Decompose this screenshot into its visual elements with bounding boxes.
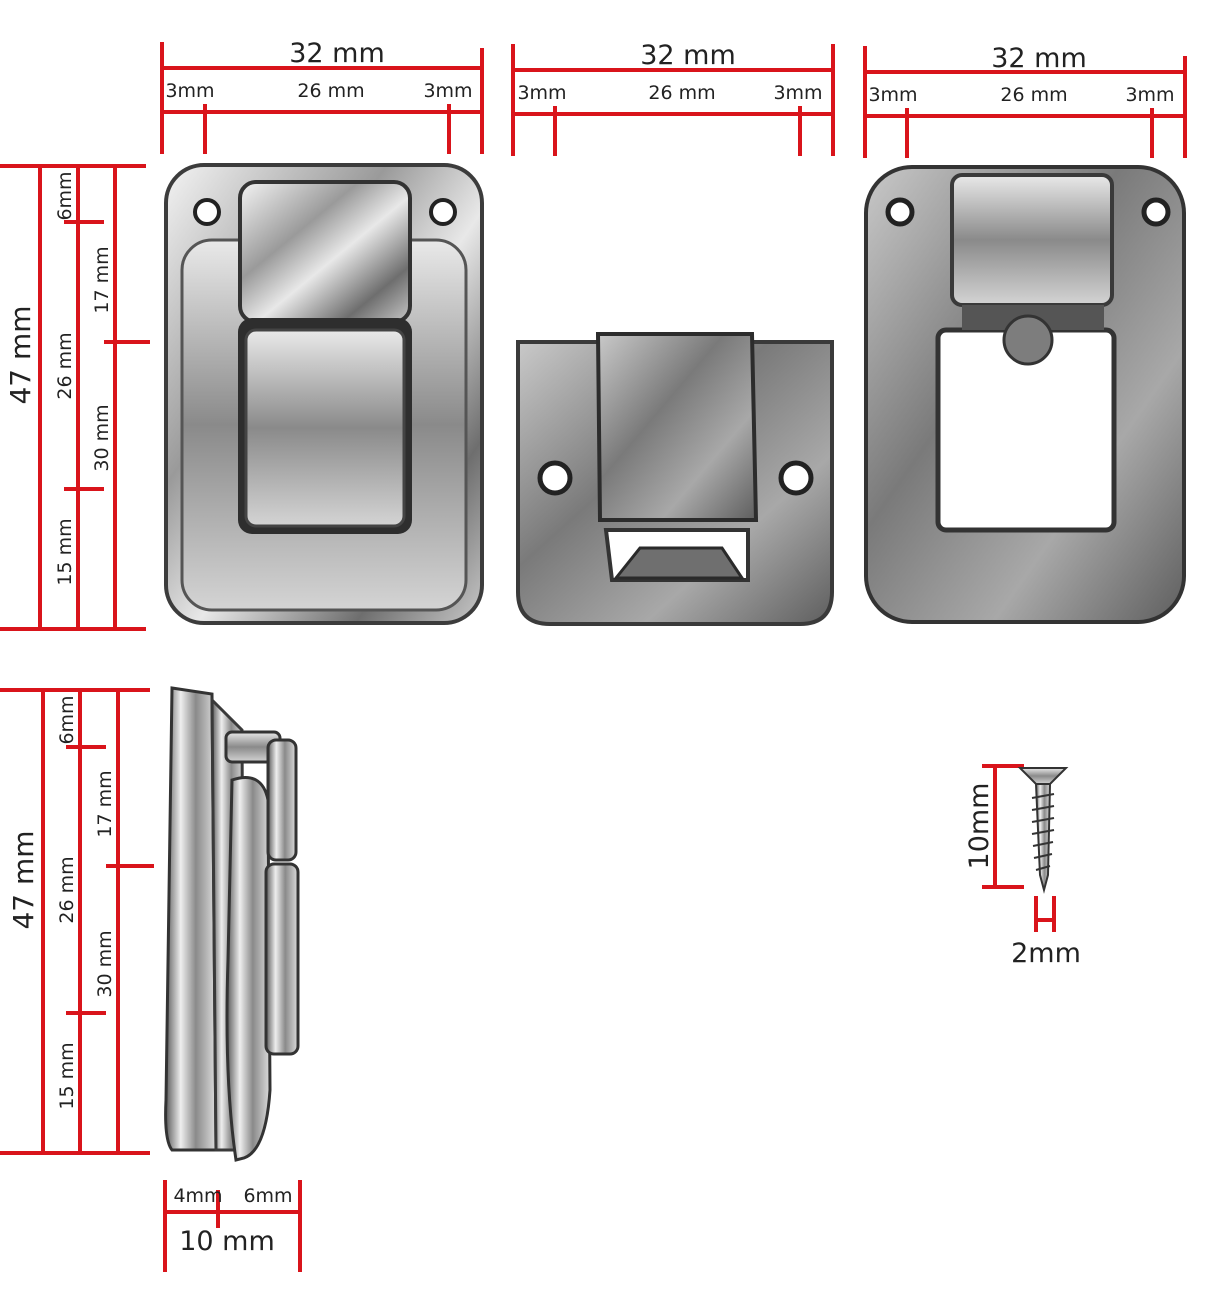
- front-height-dimension: 47 mm 6mm 26 mm 15 mm 17 mm 30 mm: [0, 164, 150, 631]
- top-2-right-label: 3mm: [773, 82, 822, 104]
- screw-hole-icon: [778, 460, 814, 496]
- side-26mm-label: 26 mm: [56, 856, 78, 923]
- top-dimension-3: 32 mm 3mm 26 mm 3mm: [863, 43, 1187, 158]
- side-6mm-depth-label: 6mm: [243, 1185, 292, 1207]
- catch-plate-view: [516, 332, 834, 626]
- top-3-center-label: 26 mm: [1000, 84, 1067, 106]
- top-dimension-2: 32 mm 3mm 26 mm 3mm: [511, 40, 835, 156]
- side-10mm-label: 10 mm: [179, 1226, 275, 1257]
- front-15mm-label: 15 mm: [54, 518, 76, 585]
- top-1-center-label: 26 mm: [297, 80, 364, 102]
- side-17mm-label: 17 mm: [94, 770, 116, 837]
- screw-length-label: 10mm: [964, 783, 995, 870]
- latch-front-view: [164, 163, 484, 625]
- side-15mm-label: 15 mm: [56, 1042, 78, 1109]
- screw-hole-icon: [429, 198, 457, 226]
- screw-hole-icon: [1141, 197, 1171, 227]
- latch-side-view: [164, 686, 300, 1162]
- front-26mm-label: 26 mm: [54, 332, 76, 399]
- top-3-total-label: 32 mm: [991, 43, 1087, 74]
- top-dimension-1: 32 mm 3mm 26 mm 3mm: [160, 38, 484, 154]
- front-6mm-label: 6mm: [54, 171, 76, 220]
- top-1-total-label: 32 mm: [289, 38, 385, 69]
- front-17mm-label: 17 mm: [91, 246, 113, 313]
- front-30mm-label: 30 mm: [91, 404, 113, 471]
- top-3-left-label: 3mm: [868, 84, 917, 106]
- side-30mm-label: 30 mm: [94, 930, 116, 997]
- latch-back-view: [864, 165, 1186, 624]
- side-total-height-label: 47 mm: [7, 830, 40, 929]
- front-total-height-label: 47 mm: [4, 305, 37, 404]
- screw-thread-icon: [1031, 793, 1055, 871]
- top-2-center-label: 26 mm: [648, 82, 715, 104]
- screw-hole-icon: [193, 198, 221, 226]
- top-1-right-label: 3mm: [423, 80, 472, 102]
- top-2-total-label: 32 mm: [640, 40, 736, 71]
- screw-hole-icon: [537, 460, 573, 496]
- side-4mm-label: 4mm: [173, 1185, 222, 1207]
- side-6mm-label: 6mm: [56, 695, 78, 744]
- top-1-left-label: 3mm: [165, 80, 214, 102]
- top-3-right-label: 3mm: [1125, 84, 1174, 106]
- screw-hole-icon: [885, 197, 915, 227]
- screw-diameter-label: 2mm: [1011, 938, 1081, 969]
- side-depth-dimension: 4mm 6mm 10 mm: [163, 1180, 302, 1272]
- top-2-left-label: 3mm: [517, 82, 566, 104]
- screw-view: 10mm 2mm: [964, 764, 1081, 969]
- side-height-dimension: 47 mm 6mm 26 mm 15 mm 17 mm 30 mm: [0, 688, 154, 1155]
